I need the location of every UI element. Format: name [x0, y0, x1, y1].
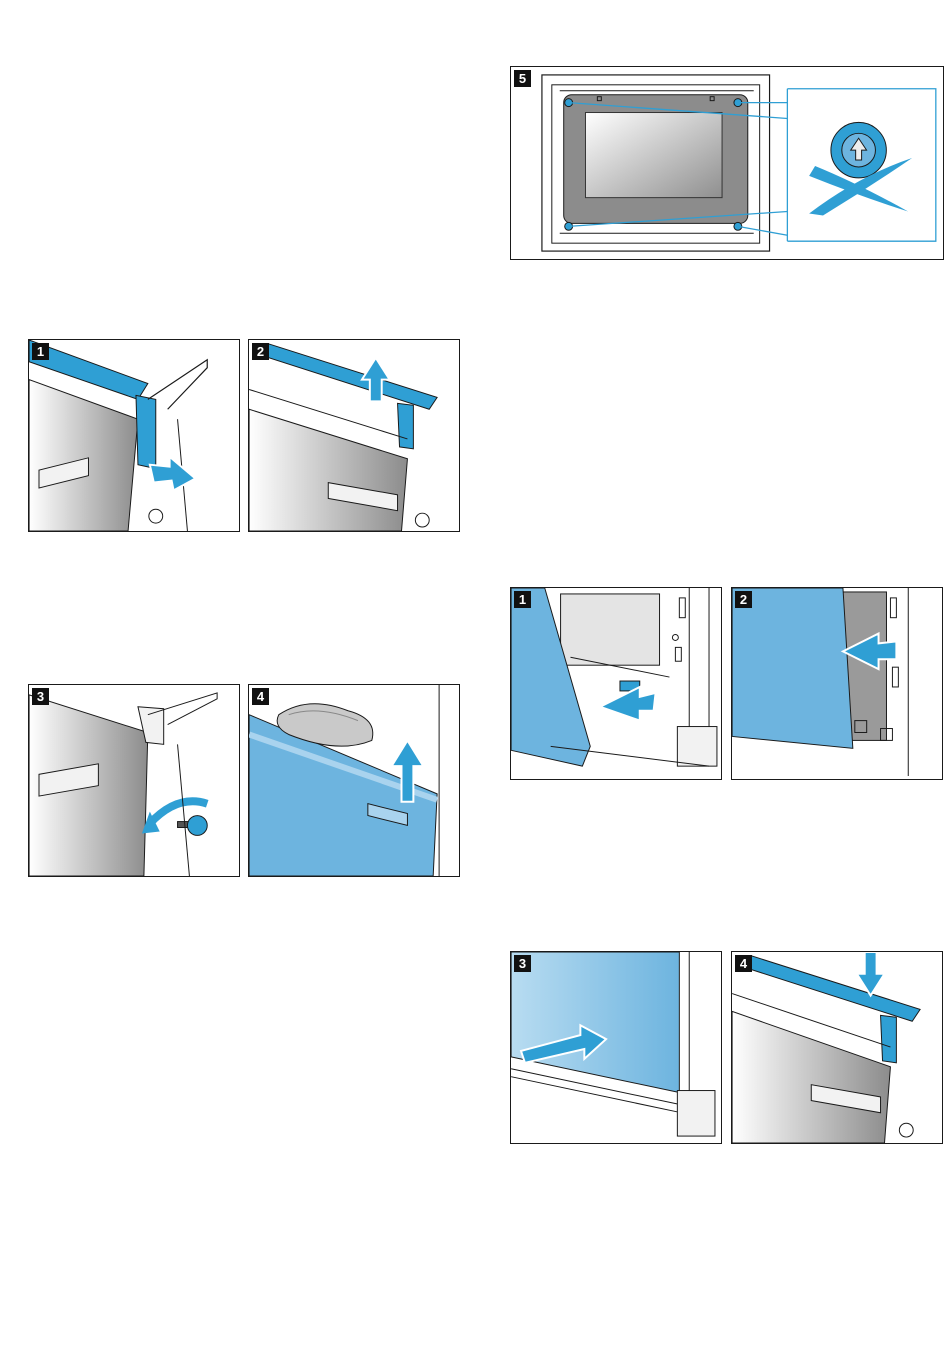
figure-top-3-unscrew: 3	[28, 684, 240, 877]
unscrew-illustration	[29, 685, 239, 876]
figure-right-1-insert-glass: 1	[510, 587, 722, 780]
figure-5-oven-screws: 5	[510, 66, 944, 260]
figure-number: 3	[514, 955, 531, 972]
figure-number: 4	[252, 688, 269, 705]
figure-right-2-slide-glass: 2	[731, 587, 943, 780]
figure-right-4-mount-cover: 4	[731, 951, 943, 1144]
no-cleaning-icon	[809, 122, 912, 215]
figure-top-4-remove-glass: 4	[248, 684, 460, 877]
figure-top-1-press-clip: 1	[28, 339, 240, 532]
oven-front-illustration	[511, 67, 943, 259]
figure-number: 4	[735, 955, 752, 972]
figure-number: 2	[252, 343, 269, 360]
door-cover-lift-illustration	[249, 340, 459, 531]
remove-glass-illustration	[249, 685, 459, 876]
figure-number: 2	[735, 591, 752, 608]
figure-number: 1	[32, 343, 49, 360]
screw-icon	[178, 816, 208, 836]
figure-number: 1	[514, 591, 531, 608]
figure-number: 3	[32, 688, 49, 705]
figure-right-3-push-glass: 3	[510, 951, 722, 1144]
push-glass-illustration	[511, 952, 721, 1143]
door-cover-illustration	[29, 340, 239, 531]
figure-number: 5	[514, 70, 531, 87]
mount-cover-illustration	[732, 952, 942, 1143]
figure-top-2-lift-cover: 2	[248, 339, 460, 532]
insert-glass-illustration	[511, 588, 721, 779]
slide-glass-illustration	[732, 588, 942, 779]
